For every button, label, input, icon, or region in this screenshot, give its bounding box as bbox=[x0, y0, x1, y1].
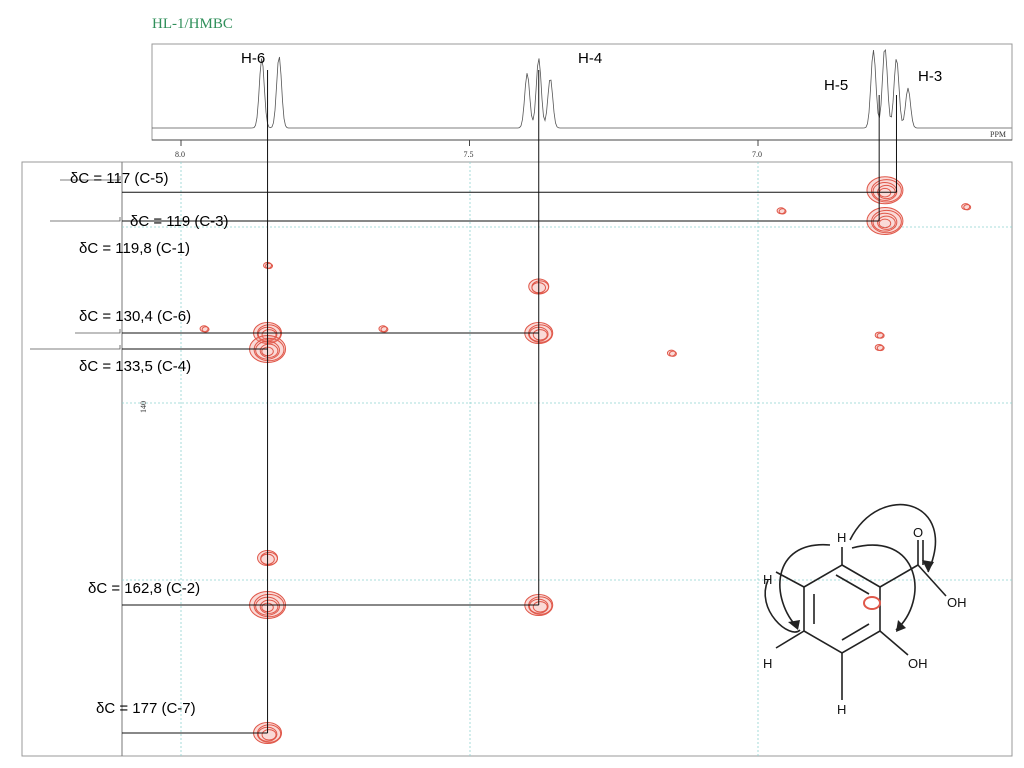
hmbc-2d-frame bbox=[21, 161, 1013, 757]
arrow-heads bbox=[788, 560, 934, 632]
assignment-guide-lines bbox=[122, 70, 897, 734]
contour-ring bbox=[253, 337, 285, 362]
label-c6: δC = 130,4 (C-6) bbox=[79, 308, 192, 325]
x-axis-unit: PPM bbox=[990, 130, 1006, 139]
correlation-contours bbox=[199, 176, 972, 744]
contour-ring bbox=[878, 218, 892, 229]
atom-phenol-oh: OH bbox=[908, 656, 928, 671]
contour-ring bbox=[261, 329, 277, 341]
atom-h-bottom-left: H bbox=[763, 656, 772, 671]
label-h5: H-5 bbox=[824, 77, 849, 94]
label-c5: δC = 117 (C-5) bbox=[70, 170, 169, 187]
contour-ring bbox=[256, 724, 282, 743]
contour-ring bbox=[259, 343, 279, 358]
proton-spectrum-trace bbox=[152, 48, 1012, 129]
atom-acid-oh: OH bbox=[947, 595, 967, 610]
contour-ring bbox=[778, 208, 787, 215]
atom-h-left: H bbox=[763, 572, 772, 587]
contour-ring bbox=[866, 176, 904, 205]
contour-ring bbox=[963, 204, 972, 211]
x-tick-label-1: 7.5 bbox=[464, 150, 474, 159]
y-tick-label-0: 140 bbox=[139, 401, 148, 413]
contour-ring bbox=[871, 209, 902, 234]
contour-ring bbox=[201, 326, 210, 333]
carbon-peak-2 bbox=[75, 329, 121, 334]
correlation-peak-14 bbox=[776, 207, 787, 215]
arrow-head-c4 bbox=[788, 620, 800, 630]
contour-ring bbox=[256, 324, 282, 343]
structure-correlation-mark bbox=[863, 596, 881, 610]
atom-carbonyl-o: O bbox=[913, 525, 923, 540]
bond-carboxyl bbox=[879, 564, 919, 588]
arrow-h6-to-c2 bbox=[851, 544, 916, 631]
carbon-peak-1 bbox=[50, 217, 121, 222]
contour-ring bbox=[876, 344, 885, 352]
bond-acid-oh bbox=[917, 564, 947, 597]
correlation-peak-11 bbox=[199, 325, 210, 333]
contour-ring bbox=[876, 332, 885, 339]
arrow-head-c7 bbox=[922, 560, 934, 572]
contour-ring bbox=[871, 179, 902, 203]
proton-axis-ticks: 8.0 7.5 7.0 bbox=[175, 140, 762, 159]
contour-ring bbox=[528, 324, 553, 343]
carbon-axis-ticks: 140 bbox=[139, 401, 148, 413]
label-h6: H-6 bbox=[241, 50, 266, 67]
atom-h-top: H bbox=[837, 530, 846, 545]
correlation-peak-1 bbox=[866, 207, 904, 235]
label-c4: δC = 133,5 (C-4) bbox=[79, 358, 192, 375]
arrow-h4-to-c2 bbox=[764, 579, 801, 633]
arrow-h6-to-c4 bbox=[779, 544, 831, 629]
bond-h-bottom-left bbox=[775, 630, 805, 649]
atom-h-bottom: H bbox=[837, 702, 846, 717]
correlation-peak-16 bbox=[874, 343, 885, 352]
contour-ring bbox=[380, 326, 389, 333]
contour-ring bbox=[532, 601, 548, 613]
contour-ring bbox=[877, 215, 896, 230]
label-h4: H-4 bbox=[578, 50, 603, 67]
contour-ring bbox=[532, 329, 548, 341]
contour-ring bbox=[261, 729, 277, 741]
correlation-peak-17 bbox=[961, 203, 972, 211]
x-tick-label-2: 7.0 bbox=[752, 150, 762, 159]
contour-ring bbox=[259, 599, 279, 614]
label-h3: H-3 bbox=[918, 68, 943, 85]
correlation-peak-15 bbox=[874, 331, 885, 339]
arrow-head-c2 bbox=[896, 620, 906, 632]
x-tick-label-0: 8.0 bbox=[175, 150, 185, 159]
label-c3: δC = 119 (C-3) bbox=[130, 213, 229, 230]
label-c7: δC = 177 (C-7) bbox=[96, 700, 196, 717]
bond-phenol-oh bbox=[879, 630, 909, 656]
chart-title: HL-1/HMBC bbox=[152, 16, 233, 32]
gridlines bbox=[122, 162, 1012, 756]
correlation-peak-13 bbox=[666, 349, 677, 357]
proton-trace-line bbox=[152, 48, 1012, 129]
carbon-peak-3 bbox=[30, 345, 121, 350]
contour-ring bbox=[872, 212, 898, 232]
aromatic-bond-1 bbox=[835, 574, 870, 595]
contour-ring bbox=[253, 593, 285, 618]
structure-atom-labels: H H H H O OH OH bbox=[763, 525, 967, 717]
contour-ring bbox=[528, 596, 553, 615]
carbon-projection-trace bbox=[30, 176, 121, 350]
correlation-peak-12 bbox=[378, 325, 389, 333]
salicylic-acid-structure bbox=[764, 503, 947, 700]
correlation-peak-0 bbox=[866, 176, 904, 205]
contour-ring bbox=[668, 350, 677, 357]
arrow-h6-to-c7 bbox=[849, 503, 937, 573]
contour-ring bbox=[265, 262, 274, 270]
label-c2: δC = 162,8 (C-2) bbox=[88, 580, 201, 597]
carbon-peak-0 bbox=[60, 176, 121, 181]
aromatic-bond-2 bbox=[841, 623, 870, 641]
label-c1: δC = 119,8 (C-1) bbox=[79, 240, 191, 257]
